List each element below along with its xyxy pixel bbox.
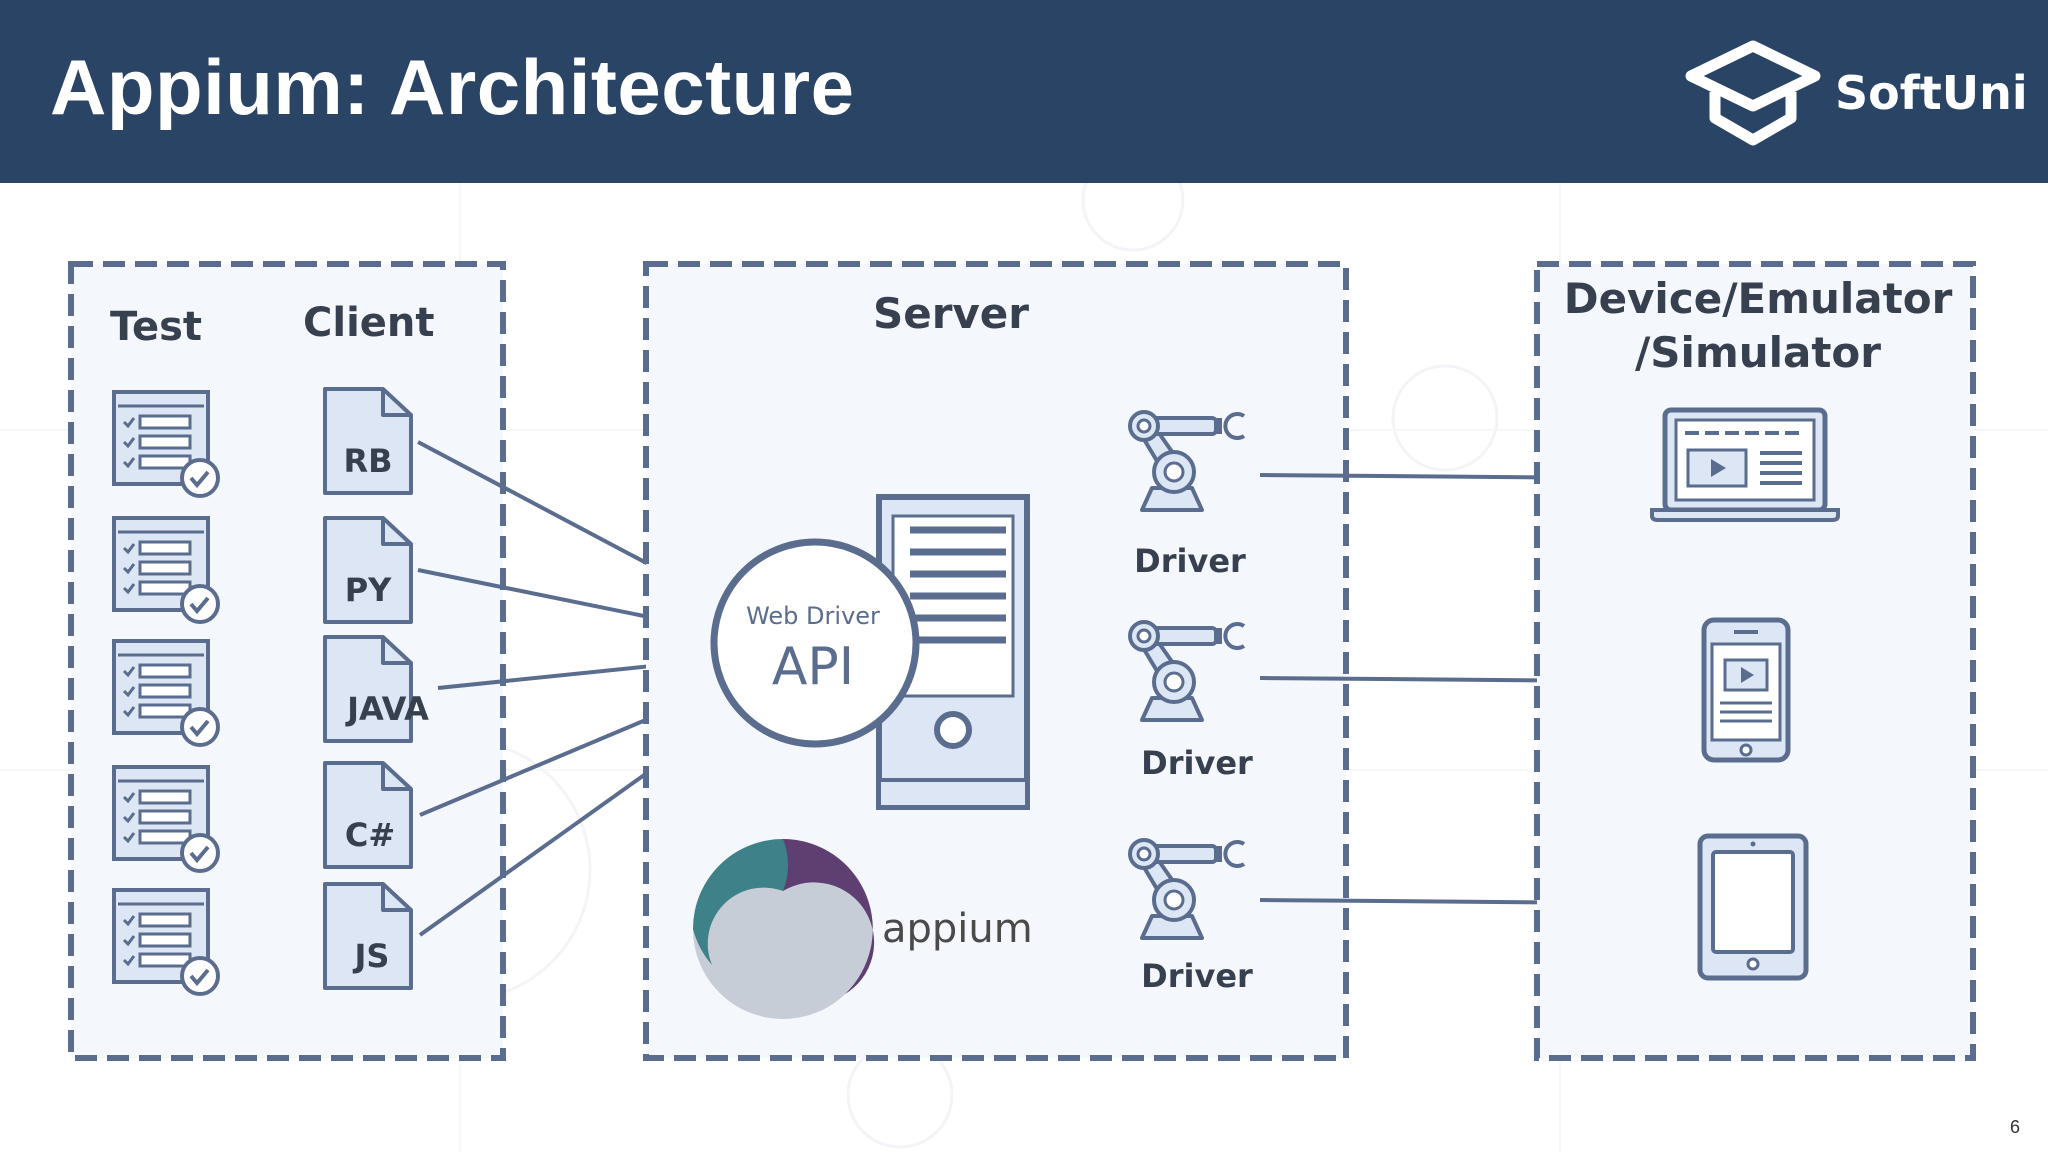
laptop-icon <box>1650 407 1840 522</box>
test-checklist-icon <box>112 888 220 996</box>
device-header-line2: /Simulator <box>1635 328 1881 377</box>
language-label: JS <box>353 937 390 975</box>
graduation-cap-icon <box>1685 40 1821 146</box>
slide-header: Appium: Architecture SoftUni <box>0 0 2048 183</box>
appium-logo-icon <box>693 839 875 1019</box>
test-checklist-icon <box>112 516 220 624</box>
language-label: PY <box>345 571 392 609</box>
language-label: JAVA <box>345 690 429 728</box>
language-label: C# <box>345 816 395 854</box>
driver-label: Driver <box>1141 744 1253 782</box>
api-big-label: API <box>772 637 854 697</box>
tablet-icon <box>1697 833 1809 981</box>
test-header: Test <box>110 304 202 350</box>
client-box: Test Client RB PY JAVA C# JS <box>68 261 506 1061</box>
brand-name: SoftUni <box>1835 66 2028 120</box>
test-checklist-icon <box>112 765 220 873</box>
device-box: Device/Emulator /Simulator <box>1534 261 1976 1061</box>
api-small-label: Web Driver <box>746 602 880 630</box>
slide-number: 6 <box>2009 1117 2020 1137</box>
driver-label: Driver <box>1141 957 1253 995</box>
language-label: RB <box>343 442 392 480</box>
architecture-diagram: Test Client RB PY JAVA C# JS Server <box>0 183 2048 1152</box>
driver-label: Driver <box>1134 542 1246 580</box>
server-header: Server <box>873 289 1029 338</box>
slide-title: Appium: Architecture <box>50 43 855 131</box>
test-checklist-icon <box>112 390 220 498</box>
web-driver-api-circle <box>710 538 920 748</box>
device-header-line1: Device/Emulator <box>1564 274 1953 323</box>
softuni-logo: SoftUni <box>1685 40 2028 150</box>
appium-label: appium <box>882 906 1033 952</box>
test-checklist-icon <box>112 639 220 747</box>
phone-icon <box>1701 617 1791 763</box>
server-box: Server Web Driver API appium <box>643 261 1349 1061</box>
client-header: Client <box>303 300 435 346</box>
